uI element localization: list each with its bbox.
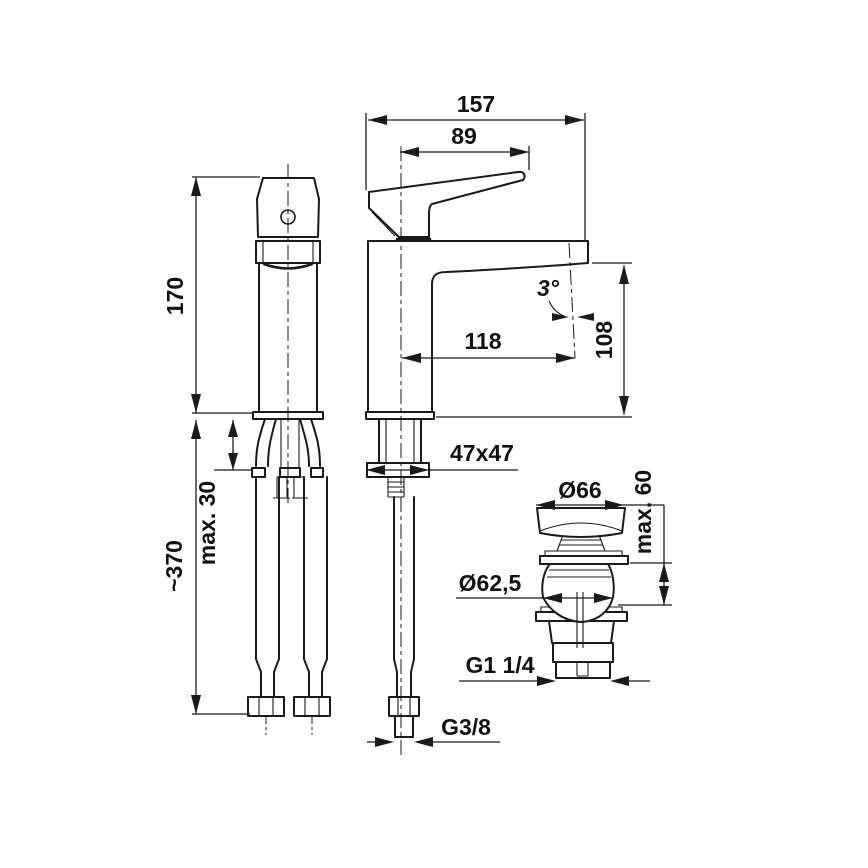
waste-top-flange	[539, 555, 629, 565]
hose-nut-left	[247, 696, 285, 717]
hose-nut-front	[388, 696, 420, 717]
front-view	[365, 146, 589, 758]
collar-side	[255, 240, 321, 264]
dim-spout-reach: 118	[464, 328, 501, 354]
mounting-washer-front	[366, 462, 430, 478]
shank	[378, 418, 422, 464]
waste-locknut	[552, 642, 614, 663]
hose-nut-right	[293, 696, 331, 717]
dim-deck-thickness: max. 30	[194, 481, 220, 565]
dim-supply-thread: G3/8	[441, 714, 491, 740]
dim-overall-depth: 157	[457, 91, 495, 117]
dim-waste-height: max. 60	[630, 470, 656, 554]
handle-front	[368, 170, 526, 238]
dim-outlet-height: 108	[591, 321, 617, 360]
collar-lip	[262, 262, 314, 270]
base-plate-front	[365, 411, 435, 420]
front-dimensions: 157 89 3° 118 108 47x47 G3/8	[365, 91, 632, 747]
waste-plug-bowl	[541, 563, 615, 623]
waste-body	[548, 620, 615, 644]
threaded-stub	[387, 477, 405, 498]
dim-body-diameter: Ø62,5	[459, 570, 522, 596]
dim-cap-diameter: Ø66	[558, 477, 601, 503]
waste-pin	[576, 592, 584, 648]
waste-stem	[556, 534, 606, 552]
side-dimensions: 170 ~370 max. 30	[161, 176, 260, 715]
dim-stream-angle: 3°	[537, 275, 560, 301]
body-side	[258, 263, 318, 413]
hose-curves	[255, 418, 321, 467]
waste-dimensions: Ø66 max. 60 Ø62,5 G1 1/4	[456, 470, 672, 686]
dim-base-section: 47x47	[450, 440, 514, 466]
body-spout-front	[367, 240, 589, 413]
waste-detail	[535, 507, 629, 679]
waste-tailpiece	[555, 661, 611, 679]
hose-front	[393, 496, 415, 698]
dim-handle-length: 89	[451, 123, 477, 149]
hose-tubes	[255, 476, 328, 698]
handle-side	[256, 177, 320, 238]
dim-outlet-thread: G1 1/4	[465, 652, 534, 678]
dim-hose-length: ~370	[161, 540, 187, 592]
side-view	[247, 164, 331, 735]
base-plate-side	[252, 411, 324, 420]
dim-body-height: 170	[162, 277, 188, 315]
